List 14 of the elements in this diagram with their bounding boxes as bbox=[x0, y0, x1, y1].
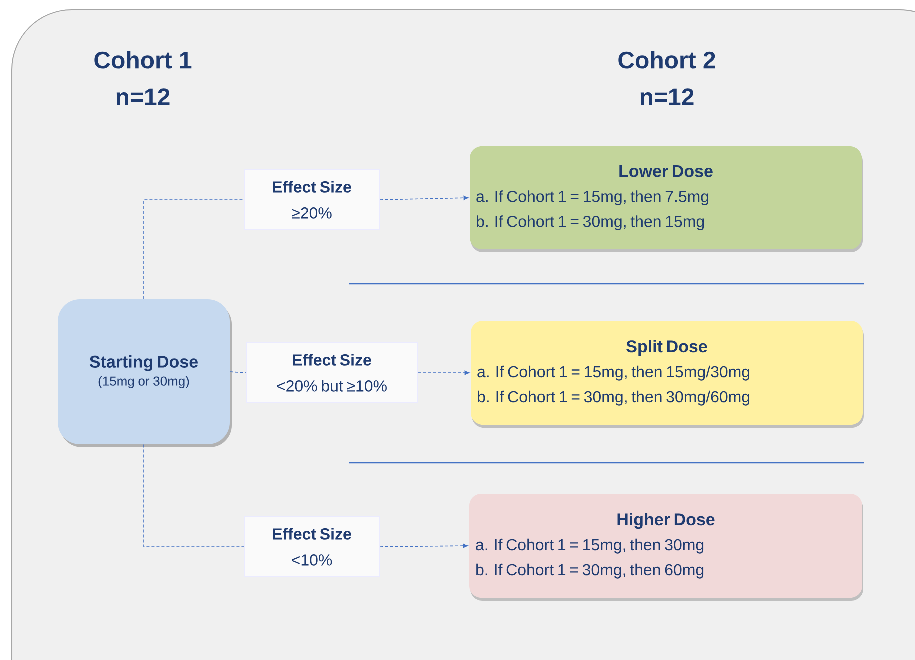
connector-arrow bbox=[380, 544, 468, 548]
dose-box: Split Dose a. If Cohort 1 = 15mg, then 15mg/30mg b. If Cohort 1 = 30mg, then 30mg/60mg bbox=[471, 321, 864, 428]
dose-box: Lower Dose a. If Cohort 1 = 15mg, then 7.5mg b. If Cohort 1 = 30mg, then 15mg bbox=[470, 146, 863, 252]
column-heading: Cohort 2 bbox=[618, 51, 716, 69]
condition-box: Effect Size <10% bbox=[244, 516, 380, 578]
condition-box: Effect Size <20% but ≥10% bbox=[246, 342, 418, 404]
start-box: Starting Dose (15mg or 30mg) bbox=[58, 300, 232, 448]
column-heading: Cohort 1 bbox=[94, 51, 192, 69]
connector-arrow bbox=[380, 196, 469, 200]
dose-box: Higher Dose a. If Cohort 1 = 15mg, then 30mg b. If Cohort 1 = 30mg, then 60mg bbox=[470, 494, 864, 601]
condition-box: Effect Size ≥20% bbox=[244, 170, 380, 230]
column-heading: n=12 bbox=[116, 88, 170, 106]
connector-arrow bbox=[418, 370, 470, 376]
column-heading: n=12 bbox=[640, 88, 694, 106]
